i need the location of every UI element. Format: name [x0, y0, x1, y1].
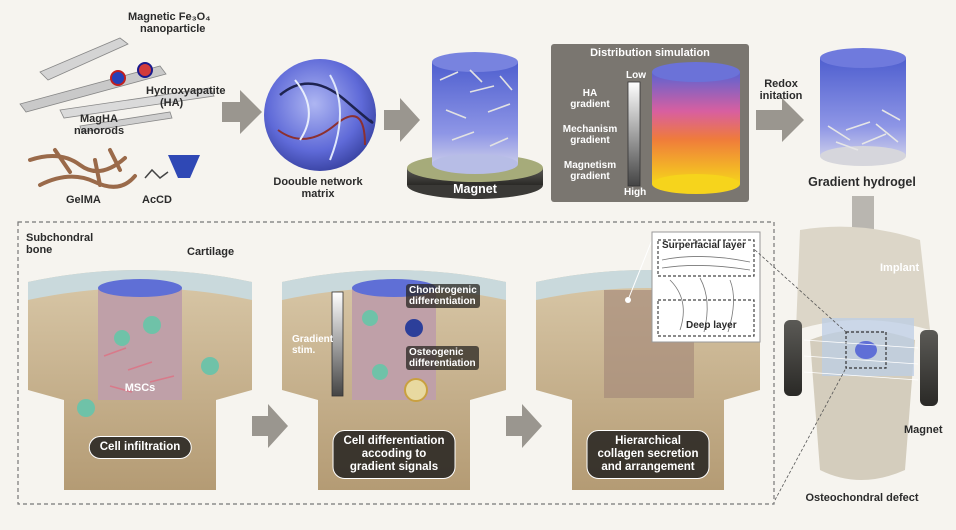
- flow-arrow: [384, 98, 420, 142]
- fe3o4-nanoparticle: [110, 70, 126, 86]
- msc-cell: [362, 310, 378, 326]
- label-superficial-layer: Surperfacial layer: [662, 240, 746, 251]
- label-accd: AcCD: [142, 194, 172, 206]
- layer-detail: [651, 231, 761, 343]
- msc-cell: [114, 330, 130, 346]
- label-deep-layer: Deep layer: [686, 320, 737, 331]
- label-magnet-side: Magnet: [904, 424, 943, 436]
- label-gelma: GelMA: [66, 194, 101, 206]
- fe3o4-nanoparticle: [137, 62, 153, 78]
- msc-cell: [201, 357, 219, 375]
- label-gradient-hydrogel: Gradient hydrogel: [808, 175, 916, 189]
- msc-cell: [143, 316, 161, 334]
- flow-arrow: [506, 404, 542, 448]
- label-hydroxyapatite: Hydroxyapatite(HA): [146, 85, 226, 109]
- flow-arrow: [756, 98, 804, 142]
- scale-low: Low: [626, 70, 646, 81]
- flow-arrow: [222, 90, 262, 134]
- gradient-hydrogel: [820, 48, 906, 166]
- label-cartilage: Cartilage: [187, 246, 235, 258]
- step-cell-infiltration: Cell infiltration: [88, 436, 192, 459]
- flow-arrow: [252, 404, 288, 448]
- msc-cell: [372, 364, 388, 380]
- process-panel: [17, 221, 775, 505]
- label-mscs: MSCs: [124, 382, 156, 394]
- hydrogel-cylinder: [432, 52, 518, 174]
- bone-section-1: [28, 270, 252, 490]
- nanorod-cluster: [19, 37, 215, 133]
- distribution-simulation: [551, 44, 749, 202]
- sim-title: Distribution simulation: [590, 47, 710, 59]
- knee-joint: [754, 226, 938, 501]
- msc-cell: [77, 399, 95, 417]
- label-osteochondral-defect: Osteochondral defect: [805, 492, 919, 504]
- double-network-sphere: [264, 59, 376, 171]
- label-implant: Implant: [880, 262, 920, 274]
- accd-molecule: [144, 155, 200, 179]
- scale-high: High: [624, 187, 647, 198]
- magnet-right: [920, 330, 938, 406]
- label-magnet: Magnet: [453, 182, 497, 196]
- magnet-left: [784, 320, 802, 396]
- gelma-chains: [28, 148, 137, 189]
